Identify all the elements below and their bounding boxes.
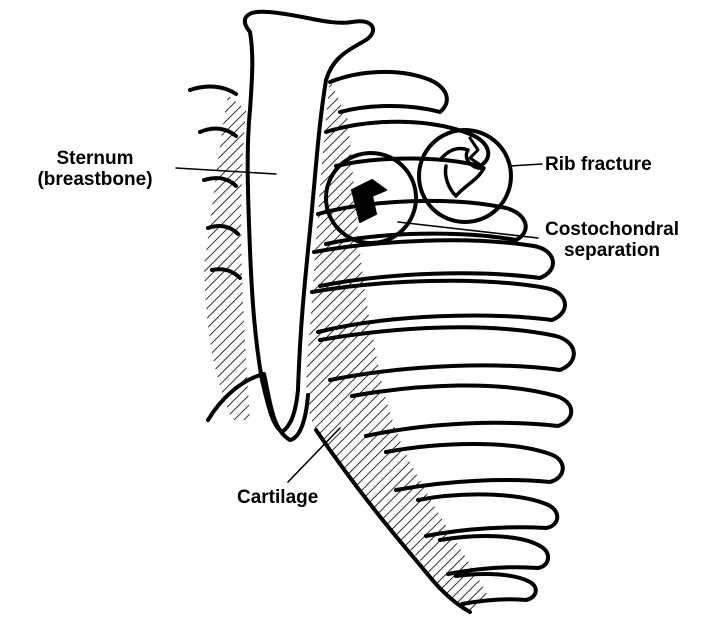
- cartilage-left-hatch: [204, 95, 250, 420]
- left-rib-1: [190, 87, 236, 94]
- right-rib-1: [330, 72, 447, 112]
- costochondral-separation-mark: [352, 180, 386, 222]
- rib-fracture-crack: [470, 138, 482, 166]
- costochondral-label-line2: separation: [541, 240, 683, 261]
- sternum-label-line2: (breastbone): [14, 169, 176, 190]
- sternum-label-line1: Sternum: [14, 148, 176, 169]
- rib-fracture-label: Rib fracture: [545, 154, 652, 175]
- cartilage-label-text: Cartilage: [237, 487, 318, 508]
- rib-fracture-circle: [419, 130, 511, 222]
- costochondral-label: Costochondral separation: [541, 219, 683, 261]
- rib-fracture-label-text: Rib fracture: [545, 154, 652, 175]
- costochondral-label-line1: Costochondral: [541, 219, 683, 240]
- rib-fracture-break: [440, 148, 484, 196]
- cartilage-label: Cartilage: [237, 487, 318, 508]
- rib-fracture-leader-line: [510, 164, 542, 166]
- sternum-label: Sternum (breastbone): [14, 148, 176, 190]
